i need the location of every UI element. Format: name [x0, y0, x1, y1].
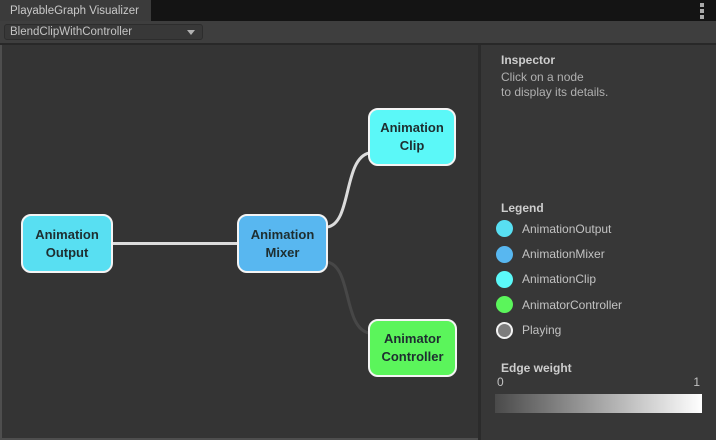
inspector-hint-line2: to display its details.	[501, 85, 609, 99]
legend-color-dot	[496, 270, 513, 288]
legend-item-label: AnimatorController	[522, 297, 623, 312]
tab-playablegraph-visualizer[interactable]: PlayableGraph Visualizer	[0, 0, 151, 21]
legend-item: AnimationClip	[496, 267, 622, 292]
edge-mixer-to-controller	[325, 260, 371, 335]
legend-item: AnimatorController	[496, 292, 622, 317]
inspector-hint-line1: Click on a node	[501, 70, 584, 84]
legend-item-label: Playing	[522, 323, 562, 338]
node-animation-mixer[interactable]: Animation Mixer	[237, 214, 328, 273]
inspector-heading: Inspector	[501, 53, 556, 67]
node-animator-controller[interactable]: Animator Controller	[368, 319, 457, 377]
legend-item: AnimationOutput	[496, 216, 622, 241]
legend-color-dot	[496, 321, 513, 339]
edge-weight-scale: 0 1	[495, 375, 702, 389]
legend-color-dot	[496, 245, 513, 263]
legend-item-label: AnimationClip	[522, 272, 597, 287]
graph-select-dropdown[interactable]: BlendClipWithController	[4, 24, 203, 40]
legend-color-dot	[496, 296, 513, 314]
node-label: Animator Controller	[381, 331, 444, 364]
edge-mixer-to-clip	[325, 151, 371, 229]
content-area: Animation Output Animation Mixer Animati…	[0, 43, 716, 440]
legend-item: Playing	[496, 318, 622, 343]
node-label: Animation Clip	[380, 120, 444, 153]
kebab-menu-icon[interactable]	[698, 3, 706, 19]
toolbar: BlendClipWithController	[0, 21, 716, 43]
node-label: Animation Output	[35, 226, 99, 260]
legend-item-label: AnimationOutput	[522, 221, 612, 236]
panel-divider	[478, 45, 481, 440]
graph-select-value: BlendClipWithController	[10, 26, 133, 38]
legend-item-label: AnimationMixer	[522, 247, 605, 262]
tab-bar: PlayableGraph Visualizer	[0, 0, 716, 21]
node-animation-output[interactable]: Animation Output	[21, 214, 113, 273]
node-label: Animation Mixer	[250, 226, 315, 260]
chevron-down-icon	[187, 29, 195, 35]
legend-heading: Legend	[501, 201, 544, 215]
inspector-panel: Inspector Click on a node to display its…	[481, 45, 716, 440]
legend-item: AnimationMixer	[496, 241, 622, 266]
legend-color-dot	[496, 220, 513, 238]
edge-weight-max: 1	[693, 375, 700, 389]
edge-weight-min: 0	[497, 375, 504, 389]
node-animation-clip[interactable]: Animation Clip	[368, 108, 456, 166]
inspector-hint: Click on a node to display its details.	[501, 70, 608, 100]
edge-weight-heading: Edge weight	[501, 361, 572, 375]
graph-canvas[interactable]: Animation Output Animation Mixer Animati…	[0, 45, 478, 440]
graph-edges	[111, 151, 371, 335]
tab-title: PlayableGraph Visualizer	[10, 4, 139, 17]
edge-weight-gradient-bar	[495, 394, 702, 413]
